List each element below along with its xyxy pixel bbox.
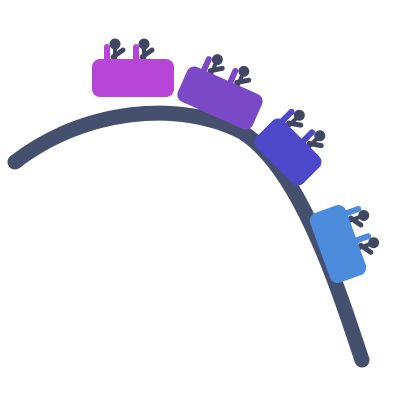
coaster-car-3	[254, 108, 326, 186]
coaster-car-1	[92, 38, 174, 97]
coaster-car-4	[309, 204, 380, 284]
coaster-track	[7, 105, 370, 368]
car-body	[309, 204, 367, 284]
car-body	[254, 118, 322, 186]
car-body	[177, 66, 263, 130]
coaster-car-2	[177, 54, 263, 130]
car-body	[92, 59, 174, 97]
